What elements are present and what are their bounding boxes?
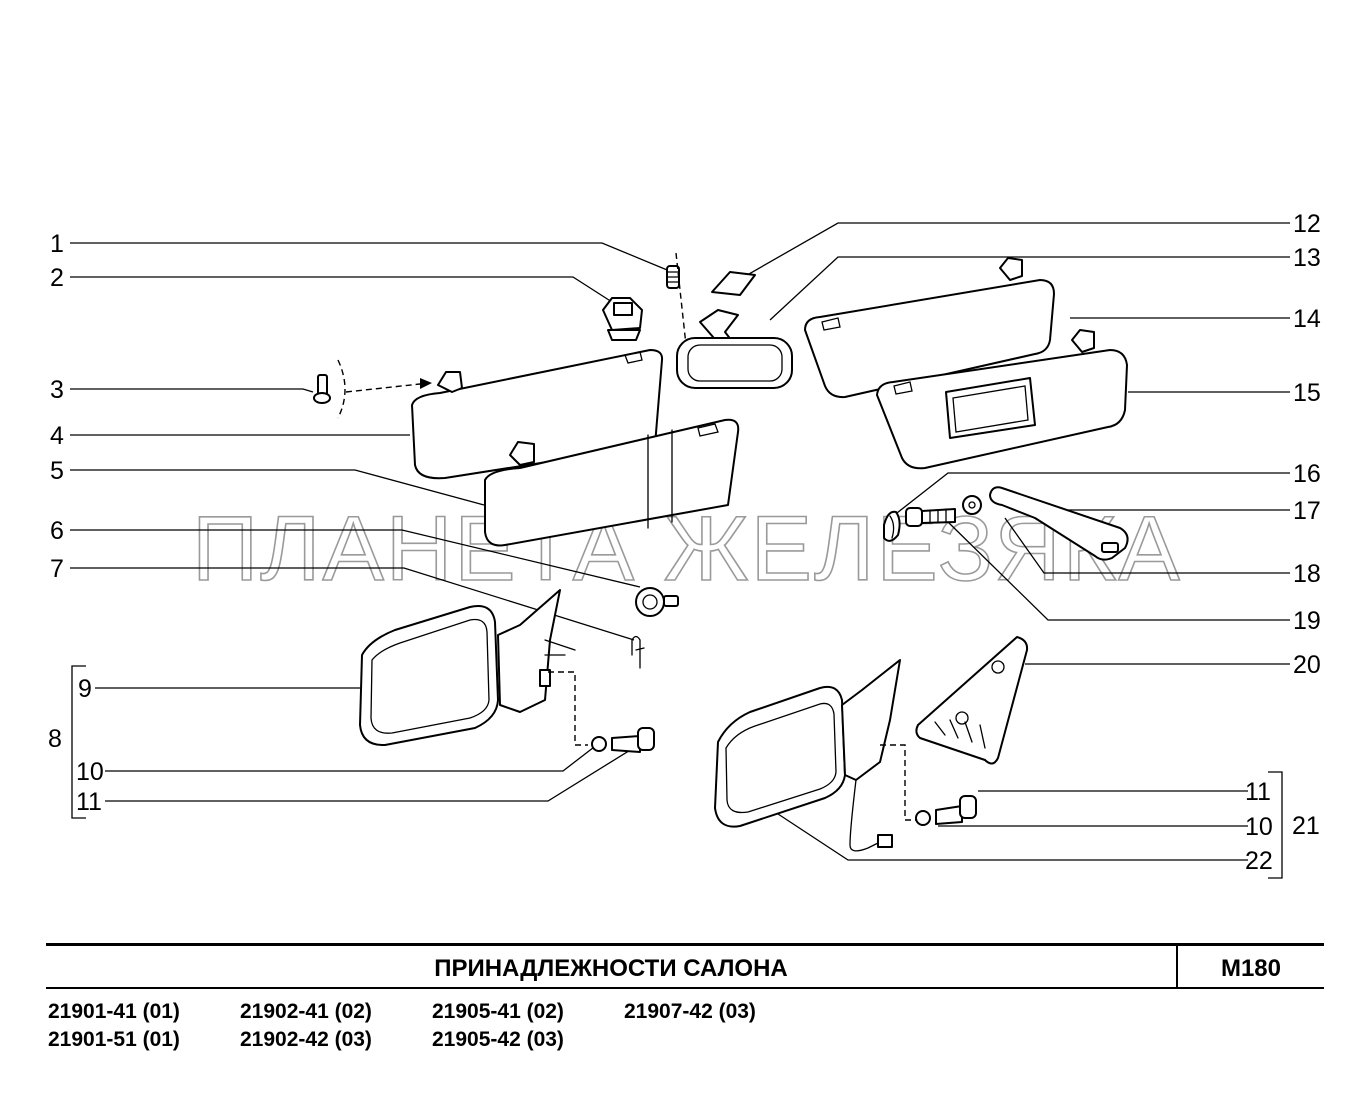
part-10-washer-left xyxy=(591,736,607,752)
part-15-sun-visor-mirror xyxy=(876,329,1128,470)
assembly-line xyxy=(675,252,687,346)
part-3-screw xyxy=(313,359,432,419)
model-code: 21905-41 (02) xyxy=(432,1000,564,1023)
leader-lines xyxy=(70,222,1290,861)
callout-15: 15 xyxy=(1293,379,1321,407)
part-14-sun-visor xyxy=(804,257,1055,399)
callout-5: 5 xyxy=(50,457,64,485)
assembly-line xyxy=(548,671,588,746)
callout-16: 16 xyxy=(1293,460,1321,488)
callout-19: 19 xyxy=(1293,607,1321,635)
model-code: 21905-42 (03) xyxy=(432,1028,564,1051)
callout-11-left: 11 xyxy=(76,788,102,816)
model-column-4: 21907-42 (03) xyxy=(624,998,756,1026)
callout-8: 8 xyxy=(48,725,62,753)
sheet-code: М180 xyxy=(1220,955,1282,982)
model-column-2: 21902-41 (02) 21902-42 (03) xyxy=(240,998,372,1054)
callout-22: 22 xyxy=(1245,847,1273,875)
part-19-screw xyxy=(905,507,956,527)
model-column-1: 21901-41 (01) 21901-51 (01) xyxy=(48,998,180,1054)
title-block: ПРИНАДЛЕЖНОСТИ САЛОНА М180 xyxy=(46,943,1324,989)
model-column-3: 21905-41 (02) 21905-42 (03) xyxy=(432,998,564,1054)
part-13-interior-mirror xyxy=(676,309,793,389)
callout-7: 7 xyxy=(50,555,64,583)
model-code: 21902-41 (02) xyxy=(240,1000,372,1023)
part-11-bolt-left xyxy=(611,727,655,753)
model-code: 21901-41 (01) xyxy=(48,1000,180,1023)
page-title: ПРИНАДЛЕЖНОСТИ САЛОНА xyxy=(434,955,788,982)
callout-14: 14 xyxy=(1293,305,1321,333)
bracket-left xyxy=(71,665,86,819)
model-code: 21902-42 (03) xyxy=(240,1028,372,1051)
callout-4: 4 xyxy=(50,422,64,450)
part-18-washer xyxy=(962,495,982,515)
part-12-cover xyxy=(711,271,756,296)
model-code: 21907-42 (03) xyxy=(624,1000,756,1023)
part-1-bolt xyxy=(666,265,680,289)
assembly-line xyxy=(880,744,916,821)
part-2-bracket xyxy=(602,297,643,341)
title-divider xyxy=(1176,946,1178,987)
bracket-right xyxy=(1268,771,1283,879)
callout-labels: 1 2 3 4 5 6 7 8 9 10 11 12 13 14 15 16 1… xyxy=(48,210,1321,875)
callout-10-left: 10 xyxy=(76,758,104,786)
part-5-sun-visor xyxy=(484,418,740,547)
callout-12: 12 xyxy=(1293,210,1321,238)
part-4-sun-visor xyxy=(411,349,664,480)
part-6-button xyxy=(635,587,679,617)
watermark: ПЛАНЕТА ЖЕЛЕЗЯКА xyxy=(192,498,1182,600)
callout-6: 6 xyxy=(50,517,64,545)
callout-18: 18 xyxy=(1293,560,1321,588)
callout-11-right: 11 xyxy=(1245,778,1271,806)
part-17-handle xyxy=(989,486,1129,561)
model-code: 21901-51 (01) xyxy=(48,1028,180,1051)
part-16-plug xyxy=(883,510,901,542)
part-20-corner-trim xyxy=(915,636,1029,765)
callout-13: 13 xyxy=(1293,244,1321,272)
callout-2: 2 xyxy=(50,264,64,292)
callout-21: 21 xyxy=(1292,812,1320,840)
part-7-clip xyxy=(631,635,645,669)
part-11-bolt-right xyxy=(935,795,977,825)
part-9-exterior-mirror-left xyxy=(359,589,576,747)
callout-1: 1 xyxy=(50,230,64,258)
part-22-exterior-mirror-right xyxy=(714,659,901,852)
callout-10-right: 10 xyxy=(1245,813,1273,841)
callout-17: 17 xyxy=(1293,497,1321,525)
callout-20: 20 xyxy=(1293,651,1321,679)
callout-9: 9 xyxy=(78,675,92,703)
part-10-washer-right xyxy=(915,810,931,826)
callout-3: 3 xyxy=(50,376,64,404)
